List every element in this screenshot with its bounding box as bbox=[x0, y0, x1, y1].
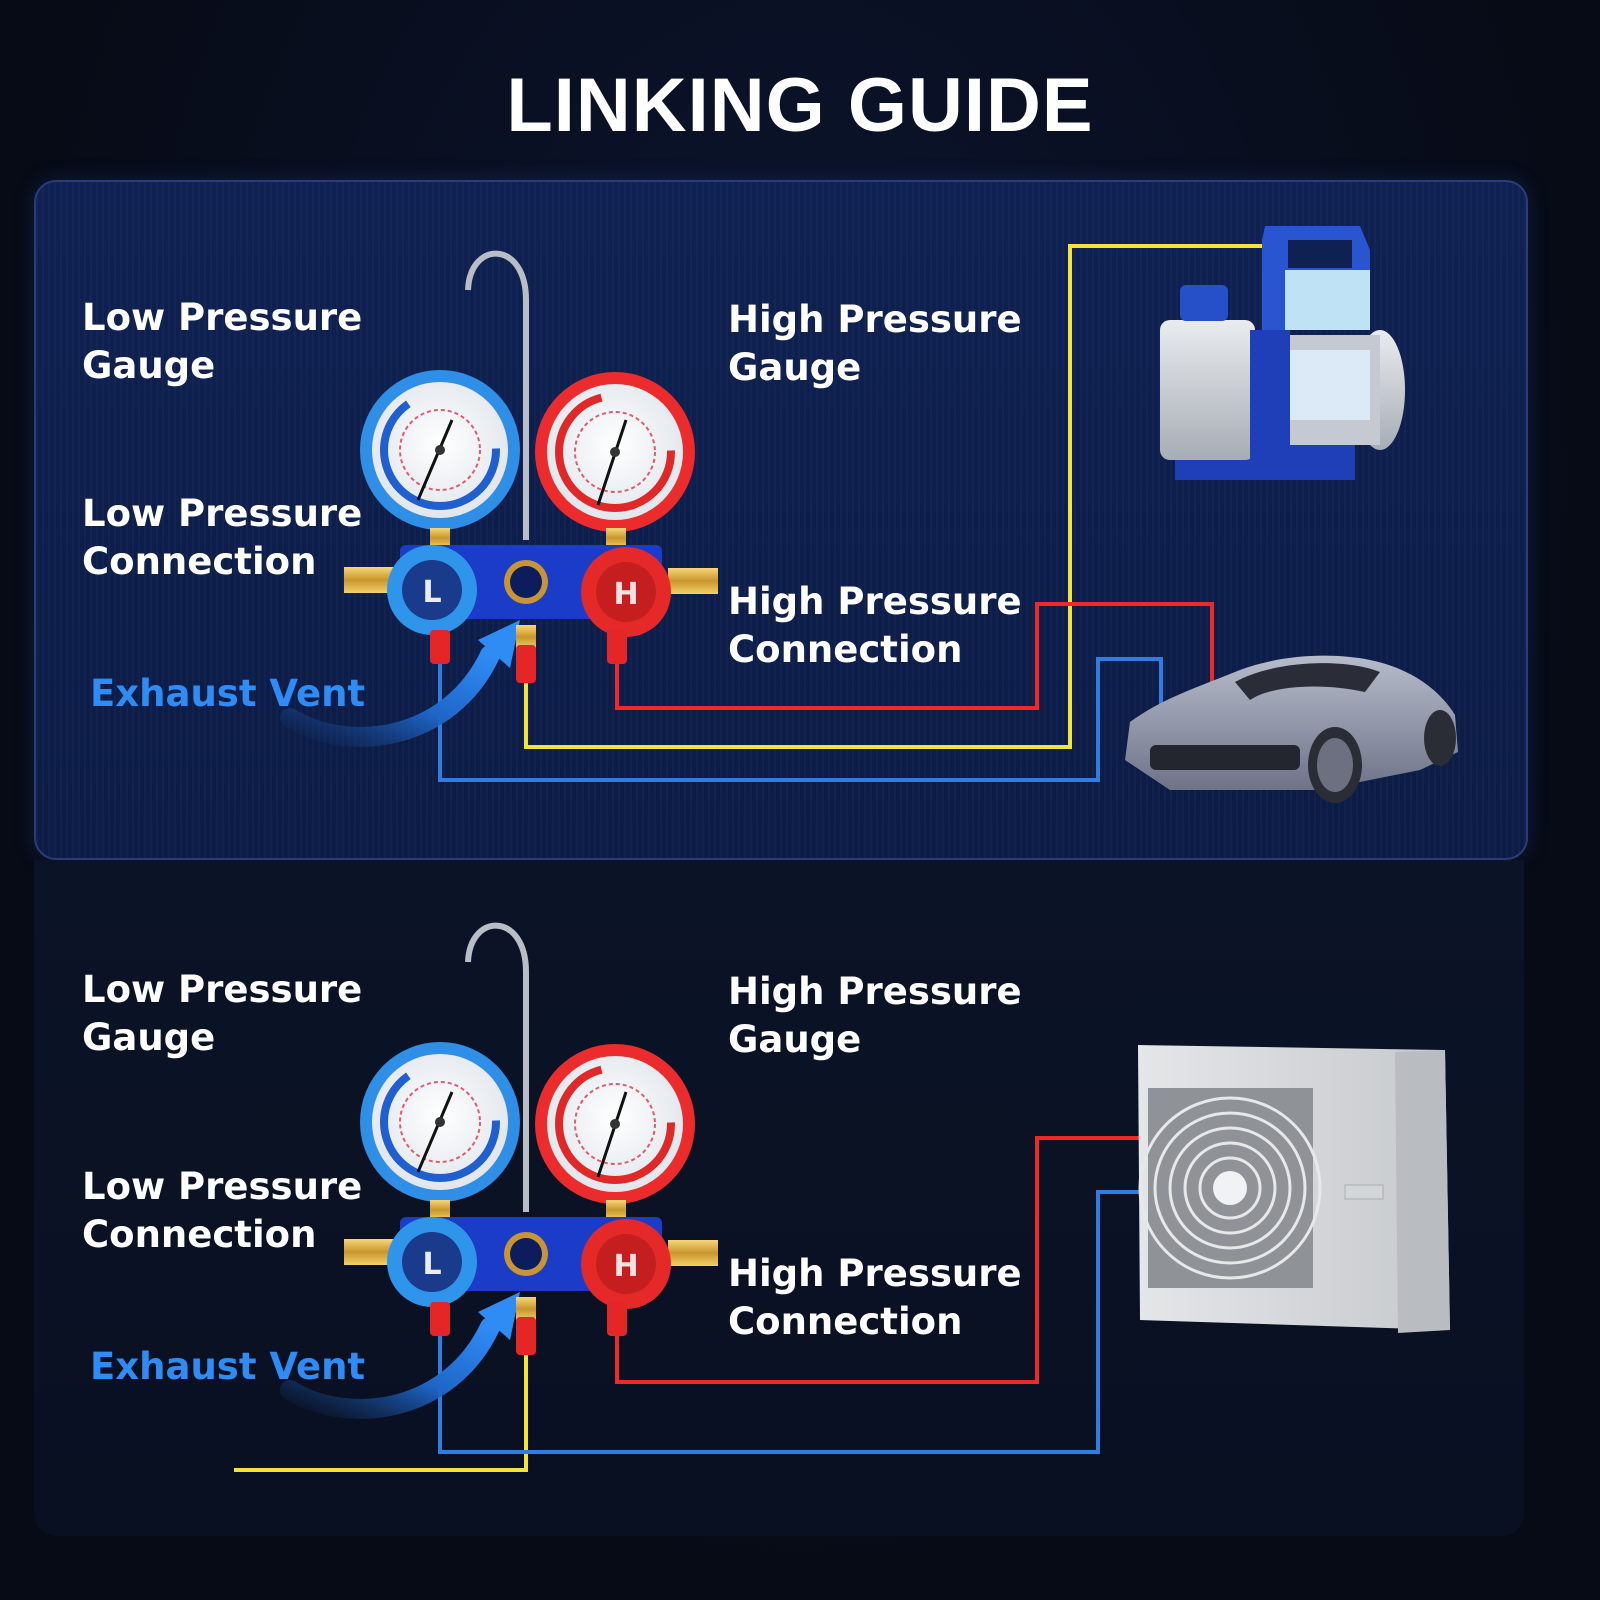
low-valve-knob-2[interactable]: L bbox=[387, 1217, 477, 1307]
low-knob-letter-2: L bbox=[422, 1247, 441, 1282]
vacuum-pump bbox=[1160, 226, 1405, 480]
hose-high-red-2 bbox=[615, 1136, 1140, 1384]
label-low-pressure-gauge: Low Pressure Gauge bbox=[82, 296, 363, 387]
label-low-pressure-connection: Low Pressure Connection bbox=[82, 492, 363, 583]
high-knob-letter: H bbox=[613, 577, 638, 612]
label-low-pressure-gauge-2: Low Pressure Gauge bbox=[82, 968, 363, 1059]
exhaust-vent-arrow bbox=[280, 620, 520, 747]
low-port bbox=[430, 630, 450, 664]
page-title: LINKING GUIDE bbox=[0, 62, 1600, 149]
low-pressure-gauge bbox=[360, 370, 520, 530]
low-knob-letter: L bbox=[422, 575, 441, 610]
label-high-pressure-gauge-2: High Pressure Gauge bbox=[728, 970, 1022, 1061]
car bbox=[1125, 655, 1458, 803]
exhaust-vent-arrow-2 bbox=[280, 1292, 520, 1419]
high-valve-knob-2[interactable]: H bbox=[581, 1219, 671, 1309]
label-high-pressure-connection-2: High Pressure Connection bbox=[728, 1252, 1022, 1343]
label-high-pressure-connection: High Pressure Connection bbox=[728, 580, 1022, 671]
label-exhaust-vent: Exhaust Vent bbox=[90, 672, 366, 715]
hose-service-yellow-2 bbox=[234, 1350, 528, 1472]
high-pressure-gauge bbox=[535, 372, 695, 532]
label-low-pressure-connection-2: Low Pressure Connection bbox=[82, 1165, 363, 1256]
fan-grille-icon bbox=[1138, 1096, 1322, 1280]
hanger-hook bbox=[465, 250, 529, 540]
high-side-fitting bbox=[668, 568, 718, 594]
hose-low-blue-2 bbox=[438, 1190, 1140, 1454]
ac-outdoor-unit bbox=[1138, 1045, 1450, 1333]
manifold-gauge-set-2: L H bbox=[344, 922, 718, 1355]
sight-glass bbox=[510, 566, 542, 598]
high-knob-letter-2: H bbox=[613, 1249, 638, 1284]
label-exhaust-vent-2: Exhaust Vent bbox=[90, 1345, 366, 1388]
low-side-fitting bbox=[344, 567, 394, 593]
low-pressure-gauge-2 bbox=[360, 1042, 520, 1202]
service-port bbox=[516, 645, 536, 683]
high-port bbox=[607, 630, 627, 664]
label-high-pressure-gauge: High Pressure Gauge bbox=[728, 298, 1022, 389]
manifold-gauge-set: L H bbox=[344, 250, 718, 683]
high-valve-knob[interactable]: H bbox=[581, 547, 671, 637]
high-pressure-gauge-2 bbox=[535, 1044, 695, 1204]
hose-low-blue bbox=[438, 657, 1163, 782]
oil-cap bbox=[1180, 285, 1228, 321]
low-valve-knob[interactable]: L bbox=[387, 545, 477, 635]
hose-high-red bbox=[615, 602, 1214, 710]
